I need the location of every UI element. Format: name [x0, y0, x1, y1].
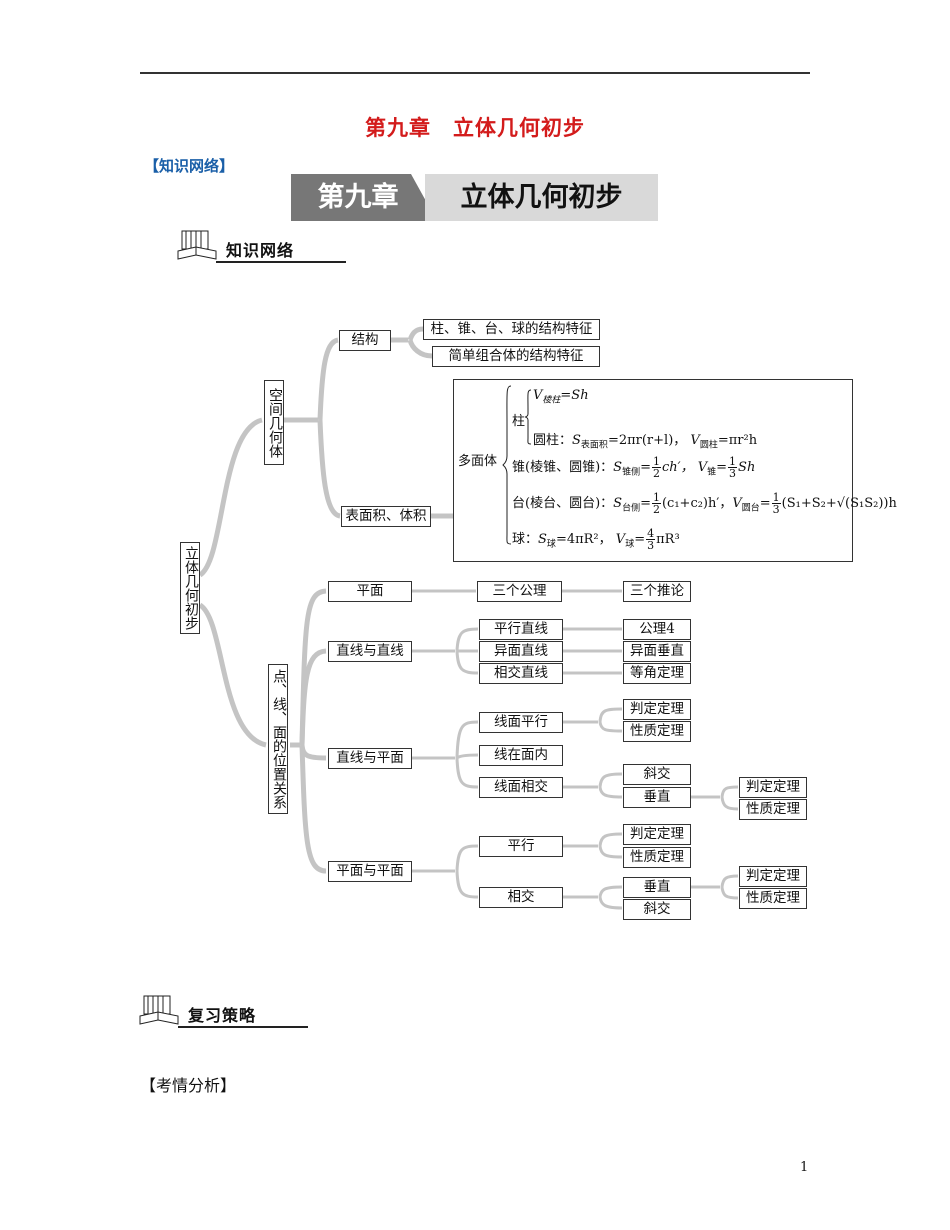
node-three-corollaries: 三个推论: [623, 581, 691, 602]
node-pp-perp-criterion: 判定定理: [739, 866, 807, 887]
node-line-in-plane: 线在面内: [479, 745, 563, 766]
node-plane-plane: 平面与平面: [328, 861, 412, 882]
page-number: 1: [800, 1160, 809, 1175]
formula-panel: 多面体 柱 V棱柱=Sh 圆柱：S表面积=2πr(r+l)， V圆柱=πr²h …: [453, 379, 897, 562]
books-icon: [139, 995, 179, 1025]
knowledge-network-ribbon: 知识网络: [176, 230, 346, 263]
node-perp-criterion: 判定定理: [739, 777, 807, 798]
node-space-geometry: 空间几何体: [264, 380, 284, 465]
chapter-banner: 第九章 立体几何初步: [291, 174, 658, 221]
node-axiom-4: 公理4: [623, 619, 691, 640]
banner-chapter-number: 第九章: [291, 174, 425, 221]
node-structure-item-2: 简单组合体的结构特征: [432, 346, 600, 367]
header-rule: [140, 72, 810, 74]
prism-volume-formula: V棱柱=Sh: [533, 388, 589, 406]
node-line-plane: 直线与平面: [328, 748, 412, 769]
node-perpendicular: 垂直: [623, 787, 691, 808]
node-line-plane-intersect: 线面相交: [479, 777, 563, 798]
small-brace-icon: [524, 389, 532, 445]
node-intersecting-planes: 相交: [479, 887, 563, 908]
ribbon-underline: [178, 1026, 308, 1028]
root-node: 立体几何初步: [180, 542, 200, 634]
node-equal-angle-theorem: 等角定理: [623, 663, 691, 684]
node-parallel-planes: 平行: [479, 836, 563, 857]
banner-chapter-title: 立体几何初步: [425, 174, 658, 221]
prism-label: 柱: [512, 414, 526, 429]
exam-analysis-heading: 【考情分析】: [140, 1076, 237, 1095]
section-tag: 【知识网络】: [144, 157, 235, 175]
node-perp-property: 性质定理: [739, 799, 807, 820]
node-line-plane-parallel: 线面平行: [479, 712, 563, 733]
ribbon-underline: [216, 261, 346, 263]
node-skew-perpendicular: 异面垂直: [623, 641, 691, 662]
brace-icon: [502, 385, 512, 545]
node-pp-oblique: 斜交: [623, 899, 691, 920]
node-plane: 平面: [328, 581, 412, 602]
node-pp-criterion: 判定定理: [623, 824, 691, 845]
node-pp-perp-property: 性质定理: [739, 888, 807, 909]
node-criterion: 判定定理: [623, 699, 691, 720]
books-icon: [177, 230, 217, 260]
node-property: 性质定理: [623, 721, 691, 742]
node-parallel-lines: 平行直线: [479, 619, 563, 640]
ribbon-label: 复习策略: [188, 1006, 257, 1025]
node-line-line: 直线与直线: [328, 641, 412, 662]
node-surface-volume: 表面积、体积: [341, 506, 431, 527]
node-oblique: 斜交: [623, 764, 691, 785]
ribbon-label: 知识网络: [226, 241, 295, 260]
cylinder-formula: 圆柱：S表面积=2πr(r+l)， V圆柱=πr²h: [533, 433, 758, 451]
node-point-line-plane: 点、线、面的位置关系: [268, 664, 288, 814]
review-strategy-ribbon: 复习策略: [138, 995, 308, 1028]
node-structure: 结构: [339, 330, 391, 351]
chapter-title: 第九章 立体几何初步: [365, 115, 585, 140]
node-three-axioms: 三个公理: [477, 581, 562, 602]
node-structure-item-1: 柱、锥、台、球的结构特征: [423, 319, 600, 340]
node-intersecting-lines: 相交直线: [479, 663, 563, 684]
node-skew-lines: 异面直线: [479, 641, 563, 662]
node-pp-perpendicular: 垂直: [623, 877, 691, 898]
node-pp-property: 性质定理: [623, 847, 691, 868]
mindmap-connectors: [198, 326, 739, 910]
polyhedron-label: 多面体: [458, 454, 498, 469]
